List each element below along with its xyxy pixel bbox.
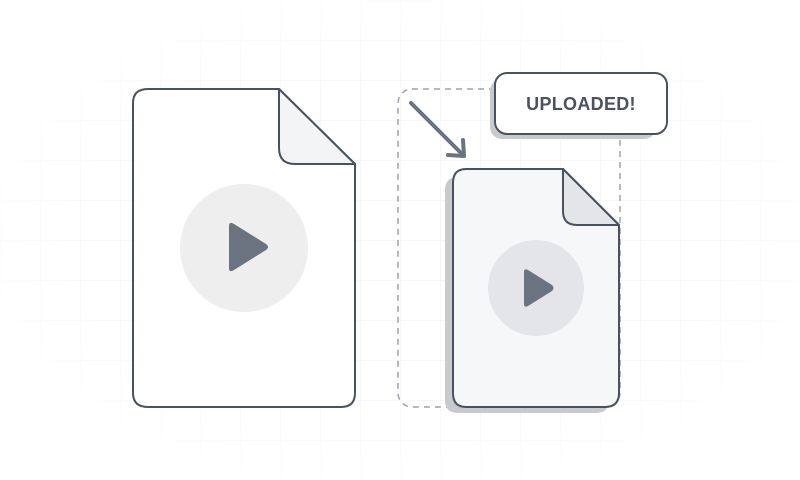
arrow-down-right-icon <box>409 101 466 158</box>
source-video-file-icon <box>132 88 356 408</box>
uploaded-status-label: UPLOADED! <box>526 94 636 114</box>
uploaded-folded-corner <box>562 168 620 226</box>
uploaded-video-file-icon <box>445 168 620 413</box>
source-play-icon <box>229 222 268 272</box>
uploaded-play-icon <box>524 269 554 307</box>
uploaded-badge: UPLOADED! <box>490 72 668 139</box>
source-folded-corner <box>278 88 356 165</box>
